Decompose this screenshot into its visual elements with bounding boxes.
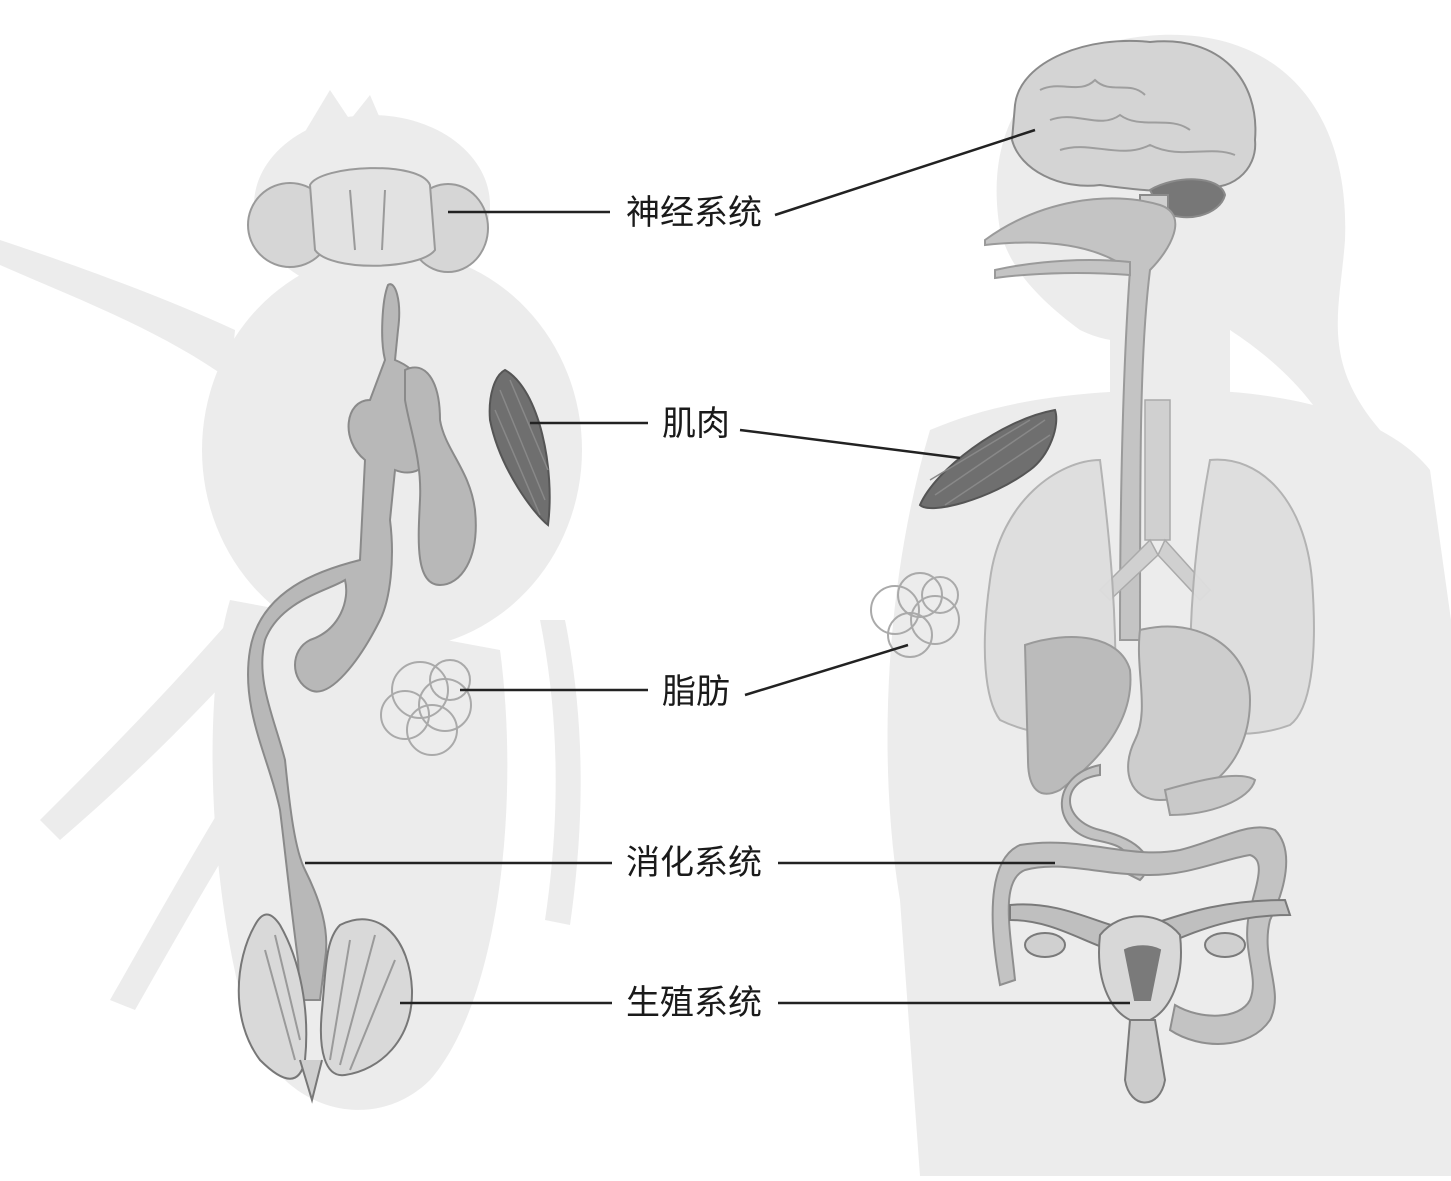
label-fat: 脂肪 [662, 672, 730, 712]
fly-reproductive-icon [237, 913, 414, 1104]
human-esophagus-icon [984, 197, 1177, 641]
label-reproductive-system: 生殖系统 [626, 983, 762, 1023]
label-nervous-system: 神经系统 [626, 193, 762, 233]
human-reproductive-icon [1009, 898, 1292, 1104]
fly-gut-icon [246, 283, 477, 1001]
line-nervous-human [774, 128, 1036, 217]
fly-muscle-icon [488, 368, 551, 527]
line-muscle-human [739, 428, 961, 460]
label-muscle: 肌肉 [662, 404, 730, 444]
fly-fat-icon [380, 659, 472, 756]
label-digestive-system: 消化系统 [626, 843, 762, 883]
human-fat-icon [870, 572, 960, 658]
leader-lines [305, 128, 1130, 1005]
human-liver-stomach-icon [1023, 625, 1257, 817]
fly-brain-icon [247, 167, 489, 273]
line-fat-human [744, 643, 909, 697]
human-muscle-icon [918, 408, 1058, 509]
human-intestines-icon [991, 763, 1288, 1045]
